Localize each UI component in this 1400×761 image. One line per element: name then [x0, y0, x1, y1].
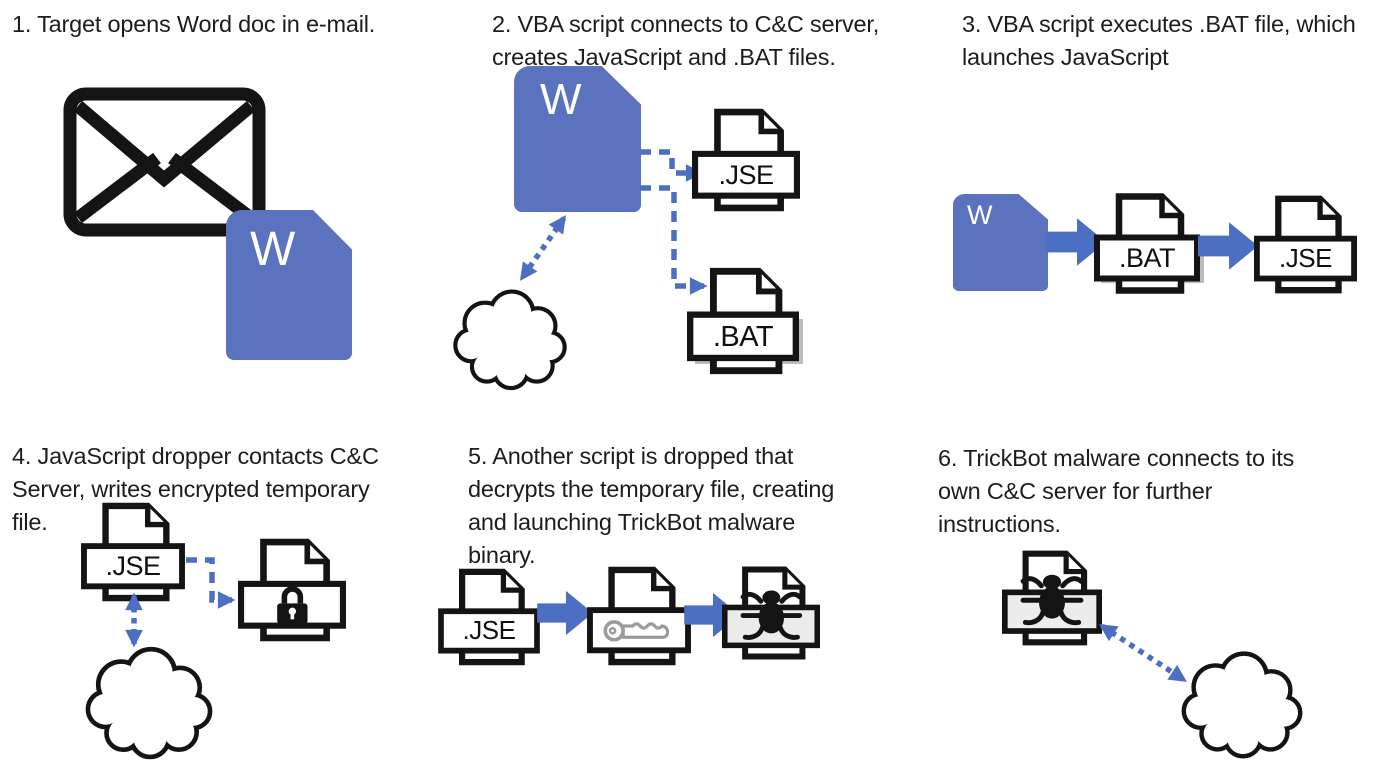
- dashed-connector: [634, 166, 722, 298]
- caption-line: binary.: [468, 542, 536, 568]
- file-extension-label: .JSE: [718, 160, 774, 191]
- caption-line: launches JavaScript: [962, 44, 1169, 70]
- step-1-caption: 1. Target opens Word doc in e-mail.: [12, 8, 375, 41]
- caption-line: 6. TrickBot malware connects to its: [938, 445, 1295, 471]
- cloud-icon: [82, 640, 216, 761]
- caption-line: 5. Another script is dropped that: [468, 443, 794, 469]
- step-4-caption: 4. JavaScript dropper contacts C&C Serve…: [12, 440, 379, 539]
- step-3-caption: 3. VBA script executes .BAT file, which …: [962, 8, 1356, 74]
- dashed-connector: [180, 544, 250, 609]
- bat-file-icon: .BAT: [1094, 192, 1205, 295]
- bug-file-icon: [722, 564, 820, 662]
- word-doc-icon: W: [226, 210, 352, 360]
- word-doc-letter: W: [250, 223, 296, 276]
- envelope-icon: [62, 86, 267, 238]
- caption-line: 4. JavaScript dropper contacts C&C: [12, 443, 379, 469]
- dotted-link: [1084, 606, 1204, 696]
- file-extension-label: .BAT: [712, 320, 774, 353]
- word-doc-letter: W: [540, 75, 582, 124]
- cloud-icon: [1178, 646, 1306, 759]
- cloud-icon: [450, 278, 570, 397]
- step-2-caption: 2. VBA script connects to C&C server, cr…: [492, 8, 879, 74]
- key-file-icon: [586, 566, 692, 666]
- jse-file-icon: .JSE: [1254, 194, 1357, 295]
- file-extension-label: .JSE: [105, 550, 161, 581]
- file-extension-label: .JSE: [1279, 243, 1332, 274]
- step-5-caption: 5. Another script is dropped that decryp…: [468, 440, 834, 572]
- caption-line: 1. Target opens Word doc in e-mail.: [12, 11, 376, 37]
- caption-line: 2. VBA script connects to C&C server,: [492, 11, 880, 37]
- file-extension-label: .BAT: [1118, 242, 1176, 273]
- lock-file-icon: [238, 538, 346, 642]
- dotted-link: [110, 582, 158, 658]
- caption-line: decrypts the temporary file, creating: [468, 476, 835, 502]
- caption-line: instructions.: [938, 511, 1061, 537]
- caption-line: Server, writes encrypted temporary: [12, 476, 370, 502]
- jse-file-icon: .JSE: [80, 502, 186, 602]
- word-doc-letter: W: [967, 200, 993, 230]
- caption-line: 3. VBA script executes .BAT file, which: [962, 11, 1356, 37]
- flow-arrow-icon: [537, 588, 593, 638]
- bat-file-icon: .BAT: [687, 264, 804, 378]
- step-6-caption: 6. TrickBot malware connects to its own …: [938, 442, 1294, 541]
- caption-line: and launching TrickBot malware: [468, 509, 796, 535]
- caption-line: creates JavaScript and .BAT files.: [492, 44, 836, 70]
- caption-line: file.: [12, 509, 48, 535]
- dotted-link: [498, 194, 586, 300]
- file-extension-label: .JSE: [462, 615, 516, 646]
- flow-arrow-icon: [1198, 219, 1258, 273]
- word-doc-icon: W: [953, 194, 1048, 291]
- jse-file-icon: .JSE: [692, 104, 800, 216]
- jse-file-icon: .JSE: [438, 568, 540, 666]
- word-doc-icon: W: [514, 66, 641, 212]
- caption-line: own C&C server for further: [938, 478, 1213, 504]
- dashed-connector: [634, 128, 718, 186]
